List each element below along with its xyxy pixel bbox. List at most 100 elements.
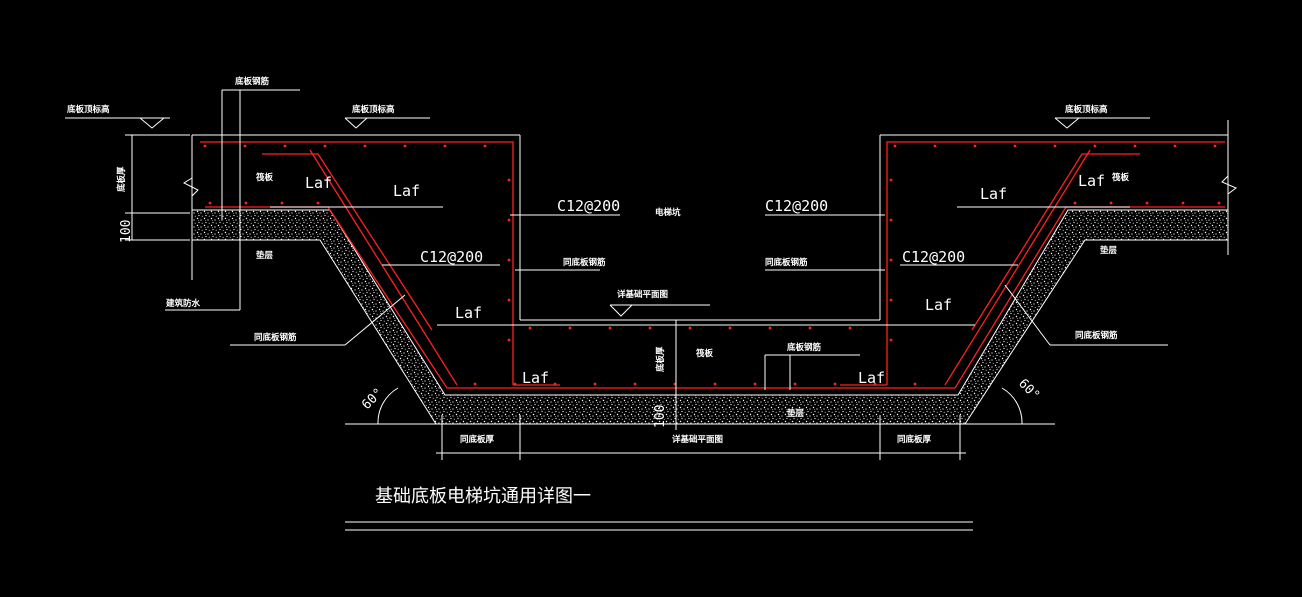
laf-3: Laf: [455, 304, 482, 322]
rebar-dot: [608, 326, 612, 330]
laf-4: Laf: [522, 369, 549, 387]
rebar-dot: [507, 178, 511, 182]
rebar-dot: [889, 298, 893, 302]
rebar-dot: [1181, 201, 1185, 205]
bottom-rebar-top: 底板钢筋: [235, 76, 270, 87]
c12-right: C12@200: [902, 248, 965, 266]
rebar-dot: [728, 326, 732, 330]
rebar-dot: [323, 144, 327, 148]
floor-level-mid: 底板顶标高: [352, 104, 395, 115]
rebar-dot: [793, 382, 797, 386]
rebar-dot: [873, 382, 877, 386]
rebar-dot: [753, 382, 757, 386]
rebar-dot: [473, 382, 477, 386]
rebar-dot: [1213, 144, 1217, 148]
same-rebar-inner-left: 同底板钢筋: [563, 257, 606, 268]
rebar-dot: [507, 298, 511, 302]
laf-8: Laf: [1078, 172, 1105, 190]
rebar-dot: [593, 382, 597, 386]
rebar-dot: [848, 326, 852, 330]
laf-6: Laf: [925, 296, 952, 314]
laf-1: Laf: [305, 174, 332, 192]
rebar-dot: [808, 326, 812, 330]
rebar-dot: [507, 218, 511, 222]
dim-100-mid: 100: [653, 405, 668, 428]
rebar-dot: [648, 326, 652, 330]
rebar-dot: [208, 201, 212, 205]
rebar-dot: [833, 382, 837, 386]
rebar-dot: [513, 382, 517, 386]
floor-level-left: 底板顶标高: [67, 104, 110, 115]
rebar-dot: [443, 144, 447, 148]
member-left: 筏板: [256, 172, 274, 183]
angle-right: 60°: [1015, 376, 1042, 403]
laf-5: Laf: [858, 369, 885, 387]
rebar-dot: [403, 144, 407, 148]
rebar-dot: [1109, 201, 1113, 205]
rebar-dot: [568, 326, 572, 330]
rebar-dot: [483, 144, 487, 148]
rebar-dot: [889, 218, 893, 222]
same-thick-right: 同底板厚: [897, 434, 932, 445]
thickness-mid: 底板厚: [655, 346, 666, 372]
rebar-dot: [1145, 201, 1149, 205]
cushion-layer: [191, 209, 1229, 425]
rebar-dot: [1073, 201, 1077, 205]
rebar-dot: [633, 382, 637, 386]
rebar-dot: [713, 382, 717, 386]
floor-level-right: 底板顶标高: [1065, 104, 1108, 115]
thickness-left: 底板厚: [116, 166, 127, 192]
rebar-dot: [889, 258, 893, 262]
same-thick-left: 同底板厚: [460, 434, 495, 445]
rebar-dot: [528, 326, 532, 330]
rebar-dot: [316, 201, 320, 205]
rebar-dot: [203, 144, 207, 148]
c12-mid-right: C12@200: [765, 197, 828, 215]
pit-label: 电梯坑: [655, 207, 681, 218]
rebar-dot: [889, 178, 893, 182]
rebar-dot: [507, 258, 511, 262]
rebar-dot: [280, 201, 284, 205]
rebar-dot: [688, 326, 692, 330]
annotation-lines: [65, 89, 1168, 531]
slab-outline: [182, 120, 1237, 425]
plan-ref-bottom: 详基础平面图: [672, 434, 723, 445]
drawing-labels: 底板顶标高 底板钢筋 底板顶标高 底板顶标高 底板厚 100 筏板 筏板 垫层 …: [67, 76, 1130, 507]
rebar-dot: [893, 144, 897, 148]
c12-left: C12@200: [420, 248, 483, 266]
same-rebar-right: 同底板钢筋: [1075, 330, 1118, 341]
member-right: 筏板: [1112, 172, 1130, 183]
rebar-dot: [1173, 144, 1177, 148]
rebar-dot: [244, 201, 248, 205]
rebar-dot: [1053, 144, 1057, 148]
same-rebar-inner-right: 同底板钢筋: [765, 257, 808, 268]
rebar-dots: [203, 144, 1221, 386]
rebar-dot: [363, 144, 367, 148]
c12-mid-left: C12@200: [557, 197, 620, 215]
rebar-dot: [913, 382, 917, 386]
bottom-rebar-mid: 底板钢筋: [787, 342, 822, 353]
rebar-dot: [1013, 144, 1017, 148]
laf-2: Laf: [393, 182, 420, 200]
rebar-dot: [889, 338, 893, 342]
rebar-dot: [973, 144, 977, 148]
rebar-dot: [507, 338, 511, 342]
dim-100-left: 100: [119, 220, 134, 243]
angle-left: 60°: [359, 386, 386, 413]
cushion-left: 垫层: [256, 250, 274, 261]
laf-7: Laf: [980, 185, 1007, 203]
rebar-dot: [1093, 144, 1097, 148]
rebar-dot: [1133, 144, 1137, 148]
waterproof: 建筑防水: [165, 298, 201, 309]
rebar-dot: [768, 326, 772, 330]
rebar-dot: [283, 144, 287, 148]
drawing-title: 基础底板电梯坑通用详图一: [375, 486, 591, 507]
member-mid: 筏板: [696, 348, 714, 359]
same-rebar-left: 同底板钢筋: [254, 332, 297, 343]
plan-ref: 详基础平面图: [617, 289, 668, 300]
rebar-dot: [1217, 201, 1221, 205]
cushion-bottom: 垫层: [787, 408, 805, 419]
rebar-dot: [933, 144, 937, 148]
cushion-right: 垫层: [1100, 245, 1118, 256]
